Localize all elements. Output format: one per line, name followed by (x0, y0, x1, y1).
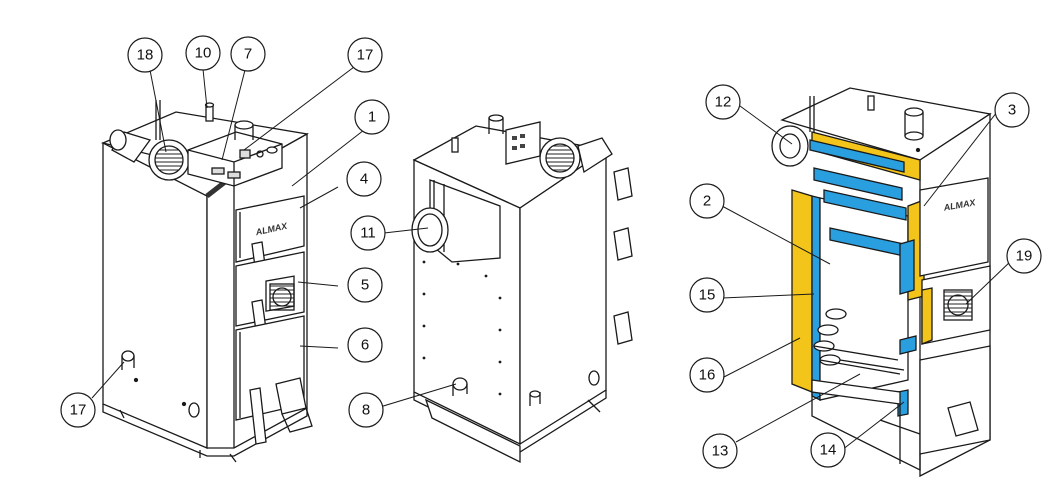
callout-12: 12 (715, 94, 732, 111)
callout-10: 10 (195, 45, 212, 62)
callout-2: 2 (703, 193, 711, 210)
callout-1: 1 (368, 109, 376, 126)
leader-lines (91, 63, 1013, 451)
callout-17-top: 17 (357, 47, 374, 64)
callout-19: 19 (1016, 248, 1033, 265)
callout-16: 16 (699, 367, 716, 384)
callout-4: 4 (360, 171, 368, 188)
callout-15: 15 (699, 287, 716, 304)
callout-11: 11 (360, 225, 376, 242)
boiler-front-view (100, 100, 313, 463)
boiler-cutaway-view (771, 87, 992, 478)
callout-5: 5 (361, 277, 369, 294)
callout-17-bottom: 17 (70, 402, 87, 419)
boiler-rear-view (411, 114, 633, 464)
callout-circles (60, 35, 1042, 469)
callout-labels: 18 10 7 17 1 4 11 5 6 17 8 12 3 2 19 15 … (70, 45, 1033, 460)
callout-14: 14 (820, 442, 837, 459)
callout-8: 8 (362, 402, 370, 419)
callout-3: 3 (1008, 102, 1016, 119)
callout-18: 18 (137, 47, 154, 64)
callout-13: 13 (712, 443, 729, 460)
control-panel-icon (187, 131, 283, 187)
callout-6: 6 (361, 337, 369, 354)
callout-7: 7 (244, 46, 252, 63)
